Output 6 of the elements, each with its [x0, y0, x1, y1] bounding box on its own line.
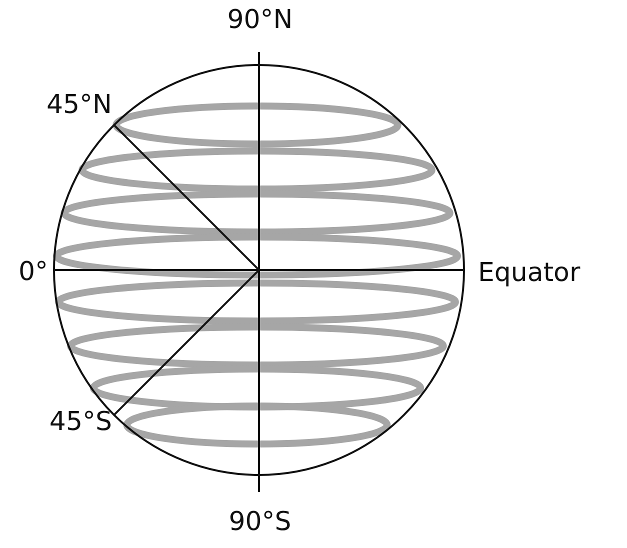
latitude-label: 45°N: [46, 92, 112, 118]
latitude-label: 90°N: [227, 7, 293, 33]
latitude-label: 0°: [18, 259, 48, 285]
latitude-label: 45°S: [49, 409, 112, 435]
latitude-label: 90°S: [228, 509, 292, 535]
latitude-label: Equator: [478, 260, 580, 286]
